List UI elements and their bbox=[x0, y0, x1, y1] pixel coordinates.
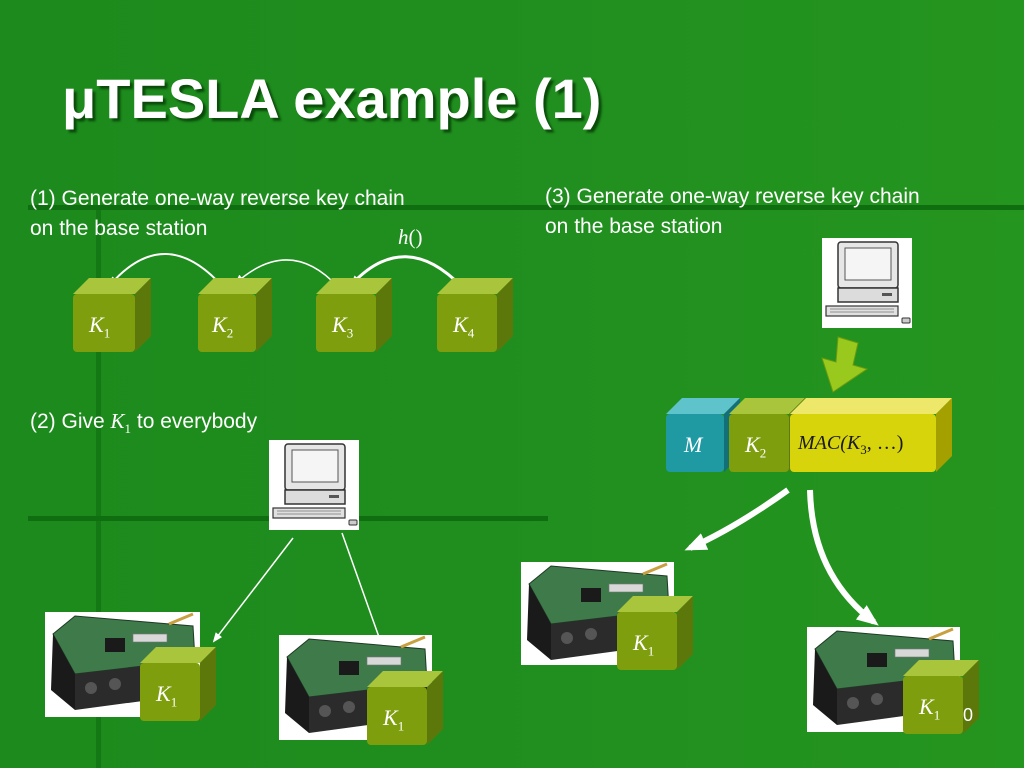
step2-key: K1 bbox=[110, 409, 132, 437]
hash-fn-name: h bbox=[398, 225, 409, 249]
key-subscript: 1 bbox=[397, 718, 405, 734]
down-arrow-lime bbox=[821, 336, 869, 393]
step1-line1: (1) Generate one-way reverse key chain bbox=[30, 187, 405, 210]
hash-fn-parens: () bbox=[408, 225, 423, 249]
cube-shape bbox=[790, 398, 952, 472]
packet-key-label: K2 bbox=[745, 432, 766, 461]
computer-icon bbox=[825, 241, 911, 324]
chain-key-cube-4: K4 bbox=[437, 278, 513, 352]
mac-prefix: MAC( bbox=[798, 432, 847, 454]
key-subscript: 3 bbox=[346, 325, 354, 341]
key-symbol: K bbox=[89, 312, 104, 337]
key-symbol: K bbox=[332, 312, 347, 337]
key-subscript: 1 bbox=[933, 707, 941, 723]
hash-arrow-k2-k1 bbox=[108, 253, 224, 288]
sensor-node-4: K1 bbox=[807, 627, 979, 734]
packet-arrow-left bbox=[684, 487, 790, 551]
chain-key-cube-2: K2 bbox=[198, 278, 272, 352]
node-key-label-4: K1 bbox=[919, 694, 940, 723]
step3-line1: (3) Generate one-way reverse key chain bbox=[545, 185, 920, 208]
cube-shape bbox=[198, 278, 272, 352]
sensor-board-icon bbox=[807, 627, 960, 732]
key-symbol: K bbox=[745, 432, 760, 457]
key-symbol: K bbox=[453, 312, 468, 337]
chain-key-label-3: K3 bbox=[332, 312, 353, 341]
base-station-computer-top bbox=[822, 238, 912, 328]
broadcast-arrow-left bbox=[212, 537, 294, 643]
computer-icon bbox=[272, 443, 358, 526]
cube-shape bbox=[666, 398, 740, 472]
step3-line2: on the base station bbox=[545, 215, 723, 238]
step2-prefix: (2) Give bbox=[30, 410, 111, 433]
cube-shape bbox=[73, 278, 151, 352]
key-subscript: 2 bbox=[759, 445, 767, 461]
node-key-label-3: K1 bbox=[633, 630, 654, 659]
step2-key-symbol: K bbox=[110, 409, 125, 433]
key-subscript: 1 bbox=[170, 694, 178, 710]
packet-mac-cube: MAC(K3, …) bbox=[790, 398, 952, 472]
key-subscript: 1 bbox=[647, 643, 655, 659]
key-symbol: K bbox=[212, 312, 227, 337]
mac-key-symbol: K bbox=[846, 432, 861, 454]
chain-key-label-4: K4 bbox=[453, 312, 474, 341]
step1-line2: on the base station bbox=[30, 217, 208, 240]
chain-key-cube-1: K1 bbox=[73, 278, 151, 352]
key-symbol: K bbox=[919, 694, 934, 719]
chain-key-cube-3: K3 bbox=[316, 278, 392, 352]
key-subscript: 1 bbox=[103, 325, 111, 341]
node-key-cube-1: K1 bbox=[140, 647, 216, 721]
mac-key-subscript: 3 bbox=[860, 442, 867, 457]
packet-arrow-right bbox=[807, 489, 879, 626]
cube-shape bbox=[367, 671, 443, 745]
step2-text: (2) Give K1 to everybody bbox=[30, 406, 257, 444]
packet-message-cube: M bbox=[666, 398, 740, 472]
packet-mac-label: MAC(K3, …) bbox=[798, 432, 903, 458]
cube-shape bbox=[903, 660, 979, 734]
hash-arrow-k4-k3 bbox=[350, 255, 464, 289]
cube-shape bbox=[437, 278, 513, 352]
hash-arrow-k3-k2 bbox=[234, 259, 339, 288]
slide-number: 0 bbox=[963, 705, 974, 725]
cube-shape bbox=[316, 278, 392, 352]
packet-message-label: M bbox=[684, 432, 703, 457]
step2-suffix: to everybody bbox=[131, 410, 258, 433]
node-key-label-1: K1 bbox=[156, 681, 177, 710]
cube-shape bbox=[140, 647, 216, 721]
step2-key-sub: 1 bbox=[124, 421, 132, 437]
base-station-computer-mid bbox=[269, 440, 359, 530]
key-symbol: K bbox=[633, 630, 648, 655]
key-subscript: 4 bbox=[467, 325, 475, 341]
key-subscript: 2 bbox=[226, 325, 234, 341]
node-key-cube-4: K1 bbox=[903, 660, 979, 734]
node-key-cube-3: K1 bbox=[617, 596, 693, 670]
step3-text: (3) Generate one-way reverse key chain o… bbox=[545, 182, 920, 242]
chain-key-label-2: K2 bbox=[212, 312, 233, 341]
background-bar-top bbox=[28, 205, 1024, 210]
sensor-node-2: K1 bbox=[279, 635, 449, 745]
step1-text: (1) Generate one-way reverse key chain o… bbox=[30, 184, 405, 244]
chain-key-label-1: K1 bbox=[89, 312, 110, 341]
sensor-node-3: K1 bbox=[521, 562, 693, 670]
key-symbol: K bbox=[383, 705, 398, 730]
node-key-cube-2: K1 bbox=[367, 671, 443, 745]
mac-suffix: , …) bbox=[866, 432, 904, 454]
sensor-node-1: K1 bbox=[45, 612, 216, 721]
background-bar-left bbox=[96, 208, 101, 768]
node-key-label-2: K1 bbox=[383, 705, 404, 734]
cube-shape bbox=[617, 596, 693, 670]
hash-function-label: h() bbox=[398, 225, 423, 250]
key-symbol: K bbox=[156, 681, 171, 706]
slide-title: μTESLA example (1) bbox=[62, 67, 602, 130]
